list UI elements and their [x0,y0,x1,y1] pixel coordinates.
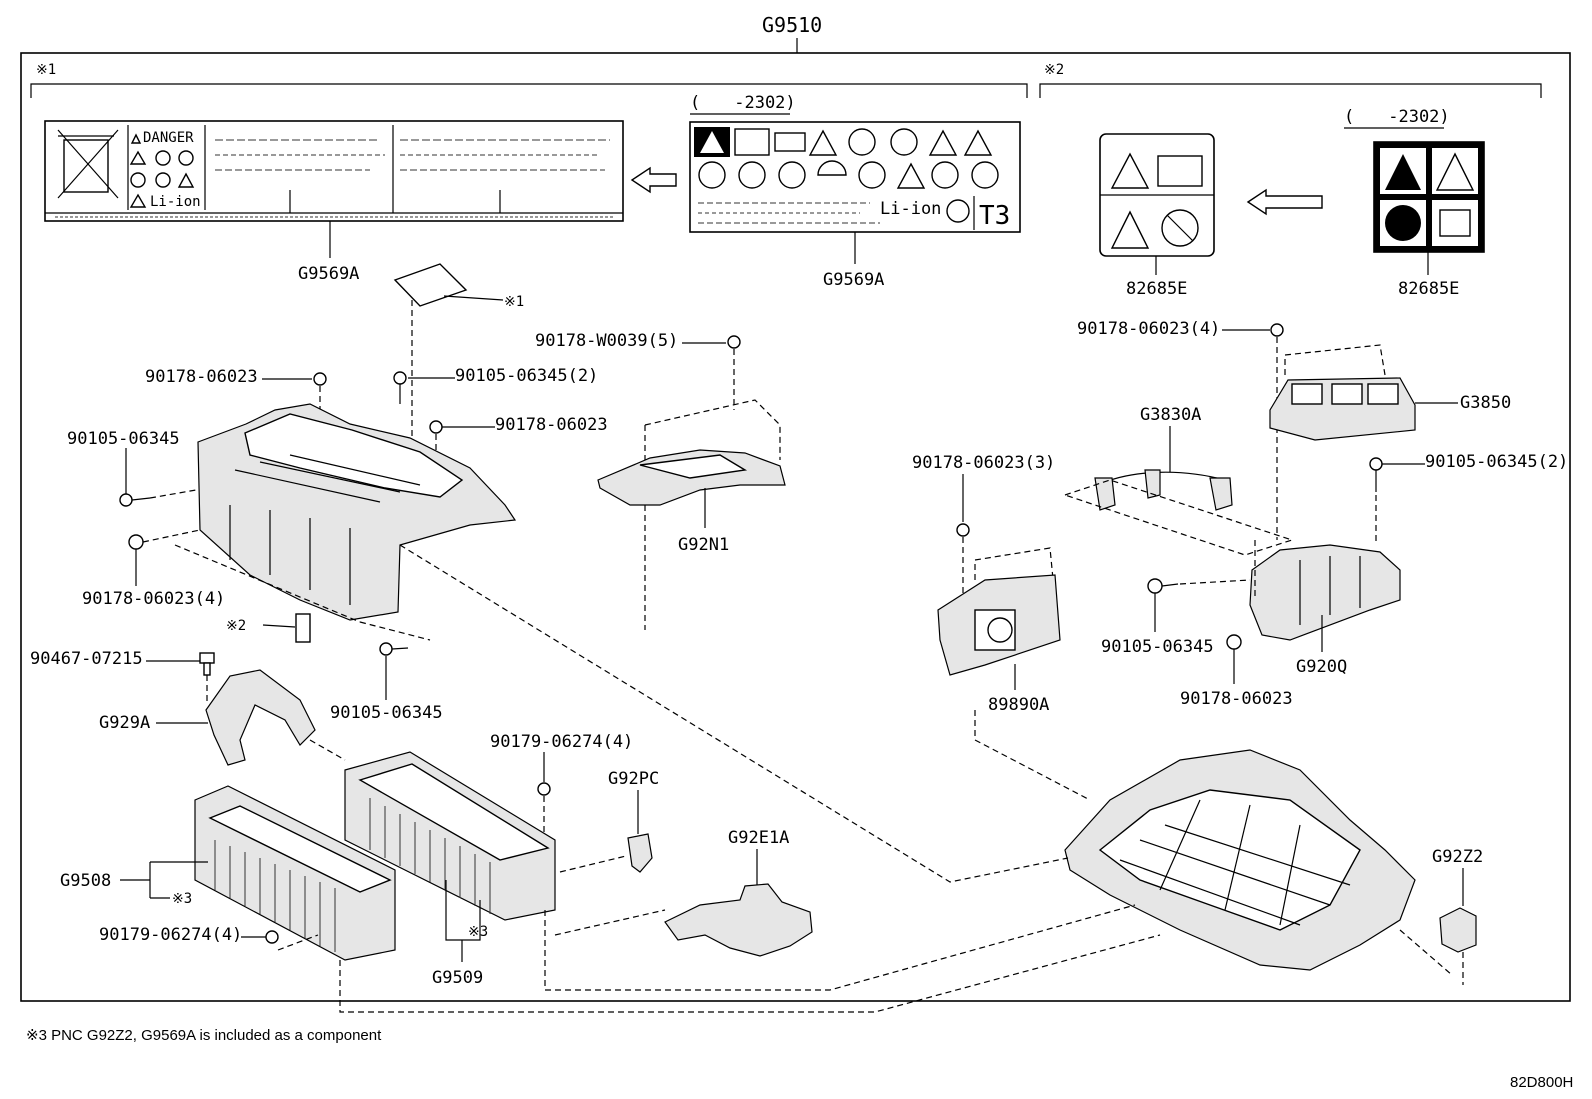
battery-label-small[interactable]: Li-ion T3 [689,121,1021,233]
callout-90178-06023-3[interactable]: 90178-06023(3) [912,453,1055,473]
callout-90178-w0039[interactable]: 90178-W0039(5) [535,331,678,351]
li-ion-text: Li-ion [150,194,201,210]
callout-g92pc[interactable]: G92PC [608,769,659,789]
callout-90105-06345-right[interactable]: 90105-06345 [1101,637,1214,657]
callout-90105-06345-2-top[interactable]: 90105-06345(2) [455,366,598,386]
callout-90178-06023-top-left[interactable]: 90178-06023 [145,367,258,387]
recycle-icon [946,199,970,223]
bolt-06345-top [393,371,407,404]
callout-g9508[interactable]: G9508 [60,871,111,891]
bolt-06345-bottom [379,642,409,656]
nut-06274-mid [537,782,551,796]
callout-g92z2[interactable]: G92Z2 [1432,847,1483,867]
callout-g92e1a[interactable]: G92E1A [728,828,789,848]
battery-stack-g9509[interactable] [344,751,556,921]
g9509-cell-fins [369,798,491,914]
nut-06274-left [265,930,279,944]
caution-pictograms-old [1385,152,1475,241]
caution-label-old[interactable] [1373,141,1485,253]
callout-82685e-right[interactable]: 82685E [1398,279,1459,299]
label-sheet-g9569a[interactable] [393,263,468,307]
bolt-06345-right-top [1369,457,1383,492]
nut-06023-top-left [313,372,327,386]
callout-90179-06274-4-left[interactable]: 90179-06274(4) [99,925,242,945]
assembly-number[interactable]: G9510 [762,13,822,37]
callout-90178-06023-right[interactable]: 90178-06023 [1180,689,1293,709]
clip-07215 [199,652,215,676]
callout-g9569a-right[interactable]: G9569A [823,270,884,290]
callout-90467-07215[interactable]: 90467-07215 [30,649,143,669]
callout-g929a[interactable]: G929A [99,713,150,733]
callout-82685e-left[interactable]: 82685E [1126,279,1187,299]
upper-battery-cover[interactable] [197,403,517,621]
nut-06023-3 [956,523,970,537]
callout-90105-06345-bottom[interactable]: 90105-06345 [330,703,443,723]
bracket-g920q[interactable] [1249,544,1401,641]
note-mark-3-center: ※3 [468,924,488,940]
danger-text: DANGER [143,130,194,146]
danger-warning-icon [130,133,142,144]
diagram-id: 82D800H [1510,1074,1574,1091]
callout-g92n1[interactable]: G92N1 [678,535,729,555]
label-fine-print-small [698,202,880,224]
caution-pictograms [1110,152,1203,249]
callout-90178-06023-4-left[interactable]: 90178-06023(4) [82,589,225,609]
battery-tray-lower-case[interactable] [1064,749,1416,971]
callout-g3830a[interactable]: G3830A [1140,405,1201,425]
g9508-cell-fins [214,840,336,952]
callout-g9569a-left[interactable]: G9569A [298,264,359,284]
battery-label-large[interactable]: DANGER Li-ion [44,120,624,222]
nut-06023-mid [429,420,443,434]
relay-block-g3850[interactable] [1269,344,1416,441]
bolt-06345-left [119,493,151,507]
callout-90179-06274-4-mid[interactable]: 90179-06274(4) [490,732,633,752]
bracket-g929a[interactable] [205,669,316,766]
callout-90178-06023-4-right[interactable]: 90178-06023(4) [1077,319,1220,339]
warning-pictogram-row-2 [698,160,999,189]
li-ion-text-small: Li-ion [880,199,941,219]
bracket-g92n1[interactable] [597,449,786,506]
nut-06023-right-top [1270,323,1284,337]
callout-g3850[interactable]: G3850 [1460,393,1511,413]
crossed-bin-icon [57,129,119,199]
nut-w0039 [727,335,741,349]
ecu-bracket-89890a[interactable] [937,547,1061,676]
clip-g92z2[interactable] [1439,907,1477,953]
callout-90178-06023-mid[interactable]: 90178-06023 [495,415,608,435]
clip-g92pc[interactable] [627,833,653,873]
battery-stack-g9508[interactable] [194,785,396,961]
bolt-06345-right [1147,578,1179,594]
group-mark-2: ※2 [1044,62,1064,78]
callout-89890a[interactable]: 89890A [988,695,1049,715]
callout-90105-06345-2-right[interactable]: 90105-06345(2) [1425,452,1568,472]
label-fine-print [55,139,615,218]
supersede-arrow-left [630,166,677,194]
callout-g9509[interactable]: G9509 [432,968,483,988]
duct-g92e1a[interactable] [664,883,813,957]
supersede-arrow-right [1246,188,1323,216]
note-mark-2-label: ※2 [226,618,246,634]
nut-06023-right [1226,634,1242,650]
footnote: ※3 PNC G92Z2, G9569A is included as a co… [26,1027,382,1044]
warning-pictogram-row-1 [694,127,993,157]
note-mark-3-left: ※3 [172,891,192,907]
t3-text: T3 [979,201,1010,231]
label-sheet-mark2[interactable] [295,613,311,643]
wire-harness-g3830a[interactable] [1094,469,1233,511]
date-range-label-right: ( -2302) [1344,107,1450,127]
note-mark-1-label: ※1 [504,294,524,310]
group-mark-1: ※1 [36,62,56,78]
assembly-frame [20,52,1571,1002]
caution-label-new[interactable] [1099,133,1215,257]
nut-06023-left-bottom [128,534,144,550]
callout-g920q[interactable]: G920Q [1296,657,1347,677]
hazard-icons [129,150,195,208]
callout-90105-06345-left[interactable]: 90105-06345 [67,429,180,449]
date-range-label-left: ( -2302) [690,93,796,113]
